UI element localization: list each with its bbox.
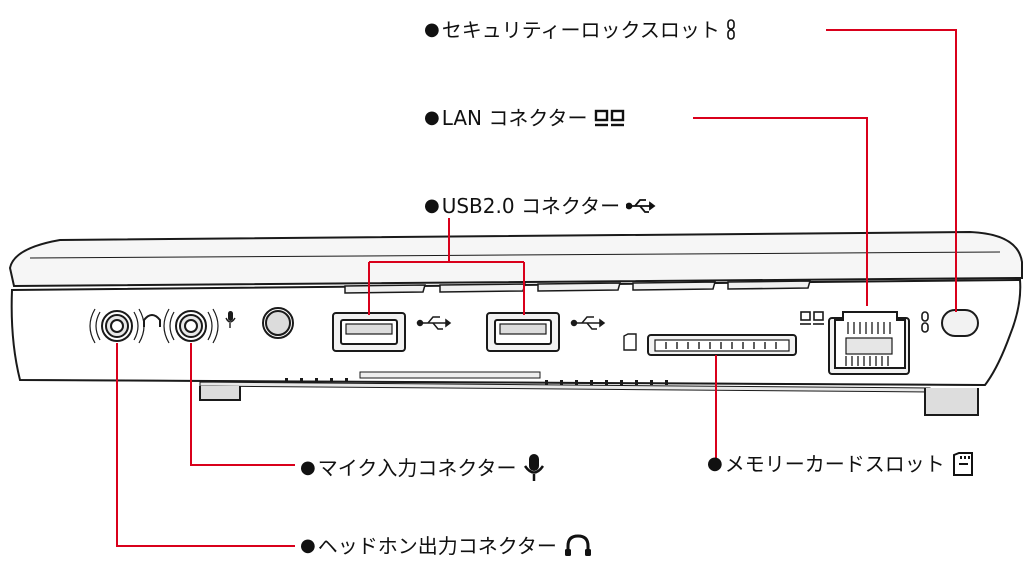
label-text: セキュリティーロックスロット [441, 18, 720, 42]
leader-mic [190, 343, 295, 466]
usb-port-2 [486, 312, 606, 352]
label-text: ヘッドホン出力コネクター [317, 534, 557, 558]
leader-lan [693, 117, 868, 306]
label-text: メモリーカードスロット [724, 452, 945, 476]
lock-chain-mark-icon [921, 311, 929, 333]
leader-usb [368, 218, 525, 315]
label-text: マイク入力コネクター [317, 456, 517, 480]
bullet: ● [424, 107, 440, 128]
microphone-jack [163, 308, 236, 344]
label-usb-connector: ● USB2.0 コネクター [424, 194, 656, 218]
card-mark-icon [623, 333, 637, 351]
leader-headphone [116, 343, 295, 547]
leader-security [826, 29, 957, 312]
bottom-vent [285, 378, 668, 385]
label-lan-connector: ● LAN コネクター [424, 106, 626, 130]
label-security-lock-slot: ● セキュリティーロックスロット [424, 18, 736, 42]
vent-grooves [344, 280, 811, 294]
label-microphone-input: ● マイク入力コネクター [300, 453, 545, 483]
memory-card-slot [623, 333, 797, 356]
bullet: ● [424, 195, 440, 216]
label-text: USB2.0 コネクター [441, 194, 621, 218]
lan-mark-icon [800, 311, 824, 325]
laptop-lid [8, 230, 1023, 288]
lan-port [800, 311, 910, 375]
usb-mark-icon [416, 316, 452, 330]
headphone-jack [89, 308, 161, 344]
usb-mark-icon [570, 316, 606, 330]
usb-icon [626, 196, 656, 216]
label-memory-card-slot: ● メモリーカードスロット [707, 451, 975, 477]
microphone-icon [523, 453, 545, 483]
security-lock-slot [921, 309, 979, 337]
bullet: ● [707, 453, 723, 474]
headphone-icon [563, 534, 593, 558]
bullet: ● [300, 457, 316, 478]
label-text: LAN コネクター [441, 106, 588, 130]
label-headphone-output: ● ヘッドホン出力コネクター [300, 534, 593, 558]
leader-lines [116, 29, 957, 547]
memory-card-icon [951, 451, 975, 477]
bullet: ● [300, 535, 316, 556]
bullet: ● [424, 19, 440, 40]
dc-in-jack [262, 307, 294, 339]
lan-icon [594, 108, 626, 128]
lock-chain-icon [726, 18, 736, 42]
